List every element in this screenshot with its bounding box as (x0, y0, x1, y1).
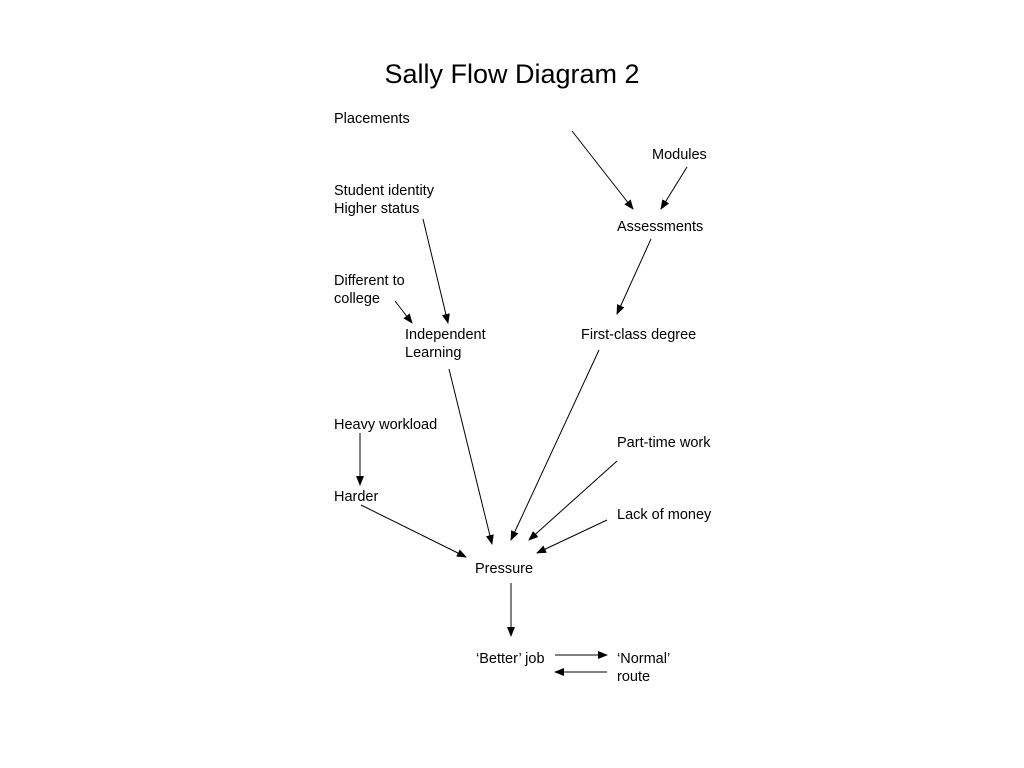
arrow-harder-to-pressure (360, 504, 467, 558)
node-student-identity-line-1: Student identity (334, 183, 434, 199)
node-lack-of-money-label: Lack of money (617, 507, 712, 523)
node-different-to-college: Different to college (334, 272, 405, 308)
node-student-identity: Student identity Higher status (334, 182, 434, 218)
node-assessments: Assessments (617, 218, 703, 236)
node-independent-learning-line-1: Independent (405, 327, 486, 343)
node-modules: Modules (652, 146, 707, 164)
node-normal-route-line-1: ‘Normal’ (617, 651, 671, 667)
node-heavy-workload: Heavy workload (334, 416, 437, 434)
node-student-identity-line-2: Higher status (334, 201, 420, 217)
node-normal-route: ‘Normal’ route (617, 650, 670, 686)
node-harder-label: Harder (334, 489, 379, 505)
arrow-lack-of-money-to-pressure (536, 519, 608, 554)
node-assessments-label: Assessments (617, 219, 704, 235)
arrow-independent-learning-to-pressure (448, 368, 494, 545)
arrow-assessments-to-first-class-degree (616, 238, 652, 315)
node-modules-label: Modules (652, 147, 707, 163)
arrow-different-to-college-to-independent-learning (394, 300, 413, 324)
diagram-title: Sally Flow Diagram 2 (384, 59, 640, 89)
arrow-modules-to-assessments (660, 166, 688, 210)
arrow-placements-to-assessments (571, 130, 634, 210)
node-harder: Harder (334, 488, 378, 506)
node-heavy-workload-label: Heavy workload (334, 417, 438, 433)
node-normal-route-line-2: route (617, 669, 651, 685)
node-part-time-work-label: Part-time work (617, 435, 711, 451)
arrow-part-time-work-to-pressure (528, 460, 618, 541)
node-different-to-college-line-1: Different to (334, 273, 405, 289)
node-first-class-degree: First-class degree (581, 326, 696, 344)
node-lack-of-money: Lack of money (617, 506, 711, 524)
node-pressure-label: Pressure (475, 561, 534, 577)
arrow-first-class-degree-to-pressure (510, 349, 600, 541)
node-independent-learning: Independent Learning (405, 326, 486, 362)
node-placements-label: Placements (334, 111, 410, 127)
node-first-class-degree-label: First-class degree (581, 327, 697, 343)
node-independent-learning-line-2: Learning (405, 345, 462, 361)
node-pressure: Pressure (475, 560, 533, 578)
node-part-time-work: Part-time work (617, 434, 710, 452)
node-better-job: ‘Better’ job (476, 650, 545, 668)
node-placements: Placements (334, 110, 410, 128)
node-better-job-label: ‘Better’ job (476, 651, 545, 667)
arrow-student-identity-to-independent-learning (422, 218, 450, 324)
node-different-to-college-line-2: college (334, 291, 380, 307)
